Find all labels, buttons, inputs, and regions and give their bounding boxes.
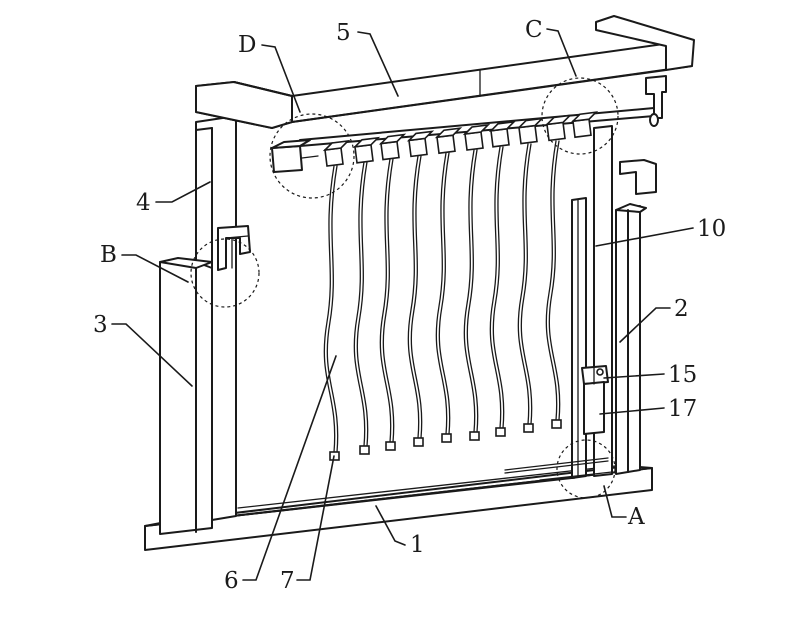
- clamp: [490, 127, 510, 148]
- cord-edge: [382, 158, 395, 443]
- clamp-top: [352, 136, 381, 148]
- weight: [523, 423, 534, 433]
- cord-edge: [356, 161, 369, 447]
- label-B: B: [100, 242, 117, 268]
- cords: [323, 140, 561, 453]
- clamp: [354, 143, 374, 164]
- clamp: [436, 134, 456, 155]
- cord-edge: [410, 155, 423, 439]
- clamp: [464, 131, 484, 151]
- weight: [441, 433, 452, 443]
- weight: [413, 437, 424, 447]
- cord: [489, 146, 502, 429]
- mechanism-15-17: [581, 365, 609, 435]
- cord-edge: [466, 149, 479, 433]
- label-A: A: [627, 504, 645, 530]
- right-bracket: [619, 75, 667, 195]
- reference-labels: D 5 C 4 B 3 10 2 15 17 A 1 6 7: [93, 17, 726, 594]
- cord: [435, 152, 448, 435]
- clamp: [518, 124, 538, 145]
- weight: [551, 419, 562, 429]
- cord-edge: [438, 152, 451, 435]
- label-15: 15: [668, 362, 697, 388]
- label-17: 17: [668, 396, 697, 422]
- cord: [517, 143, 530, 425]
- hook-b: [217, 225, 251, 271]
- label-3: 3: [93, 312, 108, 338]
- cord-edge: [492, 146, 505, 429]
- clamp-top: [434, 127, 463, 139]
- cord: [353, 161, 366, 447]
- clamp-top: [406, 130, 435, 142]
- left-column: [159, 257, 213, 535]
- cord: [545, 140, 558, 421]
- label-D: D: [238, 32, 256, 58]
- weight: [469, 431, 480, 441]
- clamp: [546, 121, 566, 142]
- cord-edge: [520, 143, 533, 425]
- label-10: 10: [697, 216, 726, 242]
- clamp-top: [570, 111, 599, 123]
- top-beam: [195, 15, 695, 129]
- cord: [379, 158, 392, 443]
- clamp-top: [462, 123, 491, 136]
- detail-circle-d: [269, 113, 355, 199]
- right-column: [615, 203, 647, 475]
- clamp-top: [322, 139, 351, 152]
- clamp-top: [488, 120, 517, 132]
- label-C: C: [525, 17, 543, 43]
- clamps: [322, 111, 599, 167]
- clamp-top: [544, 114, 573, 126]
- base-plate: [144, 465, 653, 551]
- detail-circle-b: [190, 238, 260, 308]
- leader-lines: [111, 28, 694, 581]
- label-7: 7: [280, 568, 295, 594]
- clamp: [324, 147, 344, 167]
- clamp: [408, 137, 428, 158]
- cord: [407, 155, 420, 439]
- cord-edge: [326, 165, 339, 453]
- back-panel: [235, 149, 576, 517]
- clamp: [572, 118, 592, 139]
- cord-edge: [548, 140, 561, 421]
- weight: [495, 427, 506, 437]
- detail-circle-c: [541, 77, 619, 155]
- weight: [385, 441, 396, 451]
- detail-circle-a: [556, 439, 616, 499]
- weight: [359, 445, 370, 455]
- clamp: [380, 140, 400, 161]
- cord: [323, 165, 336, 453]
- clamp-top: [378, 133, 407, 145]
- label-4: 4: [136, 190, 151, 216]
- label-2: 2: [674, 296, 689, 322]
- label-1: 1: [410, 532, 425, 558]
- label-6: 6: [224, 568, 239, 594]
- label-5: 5: [336, 20, 351, 46]
- cord: [463, 149, 476, 433]
